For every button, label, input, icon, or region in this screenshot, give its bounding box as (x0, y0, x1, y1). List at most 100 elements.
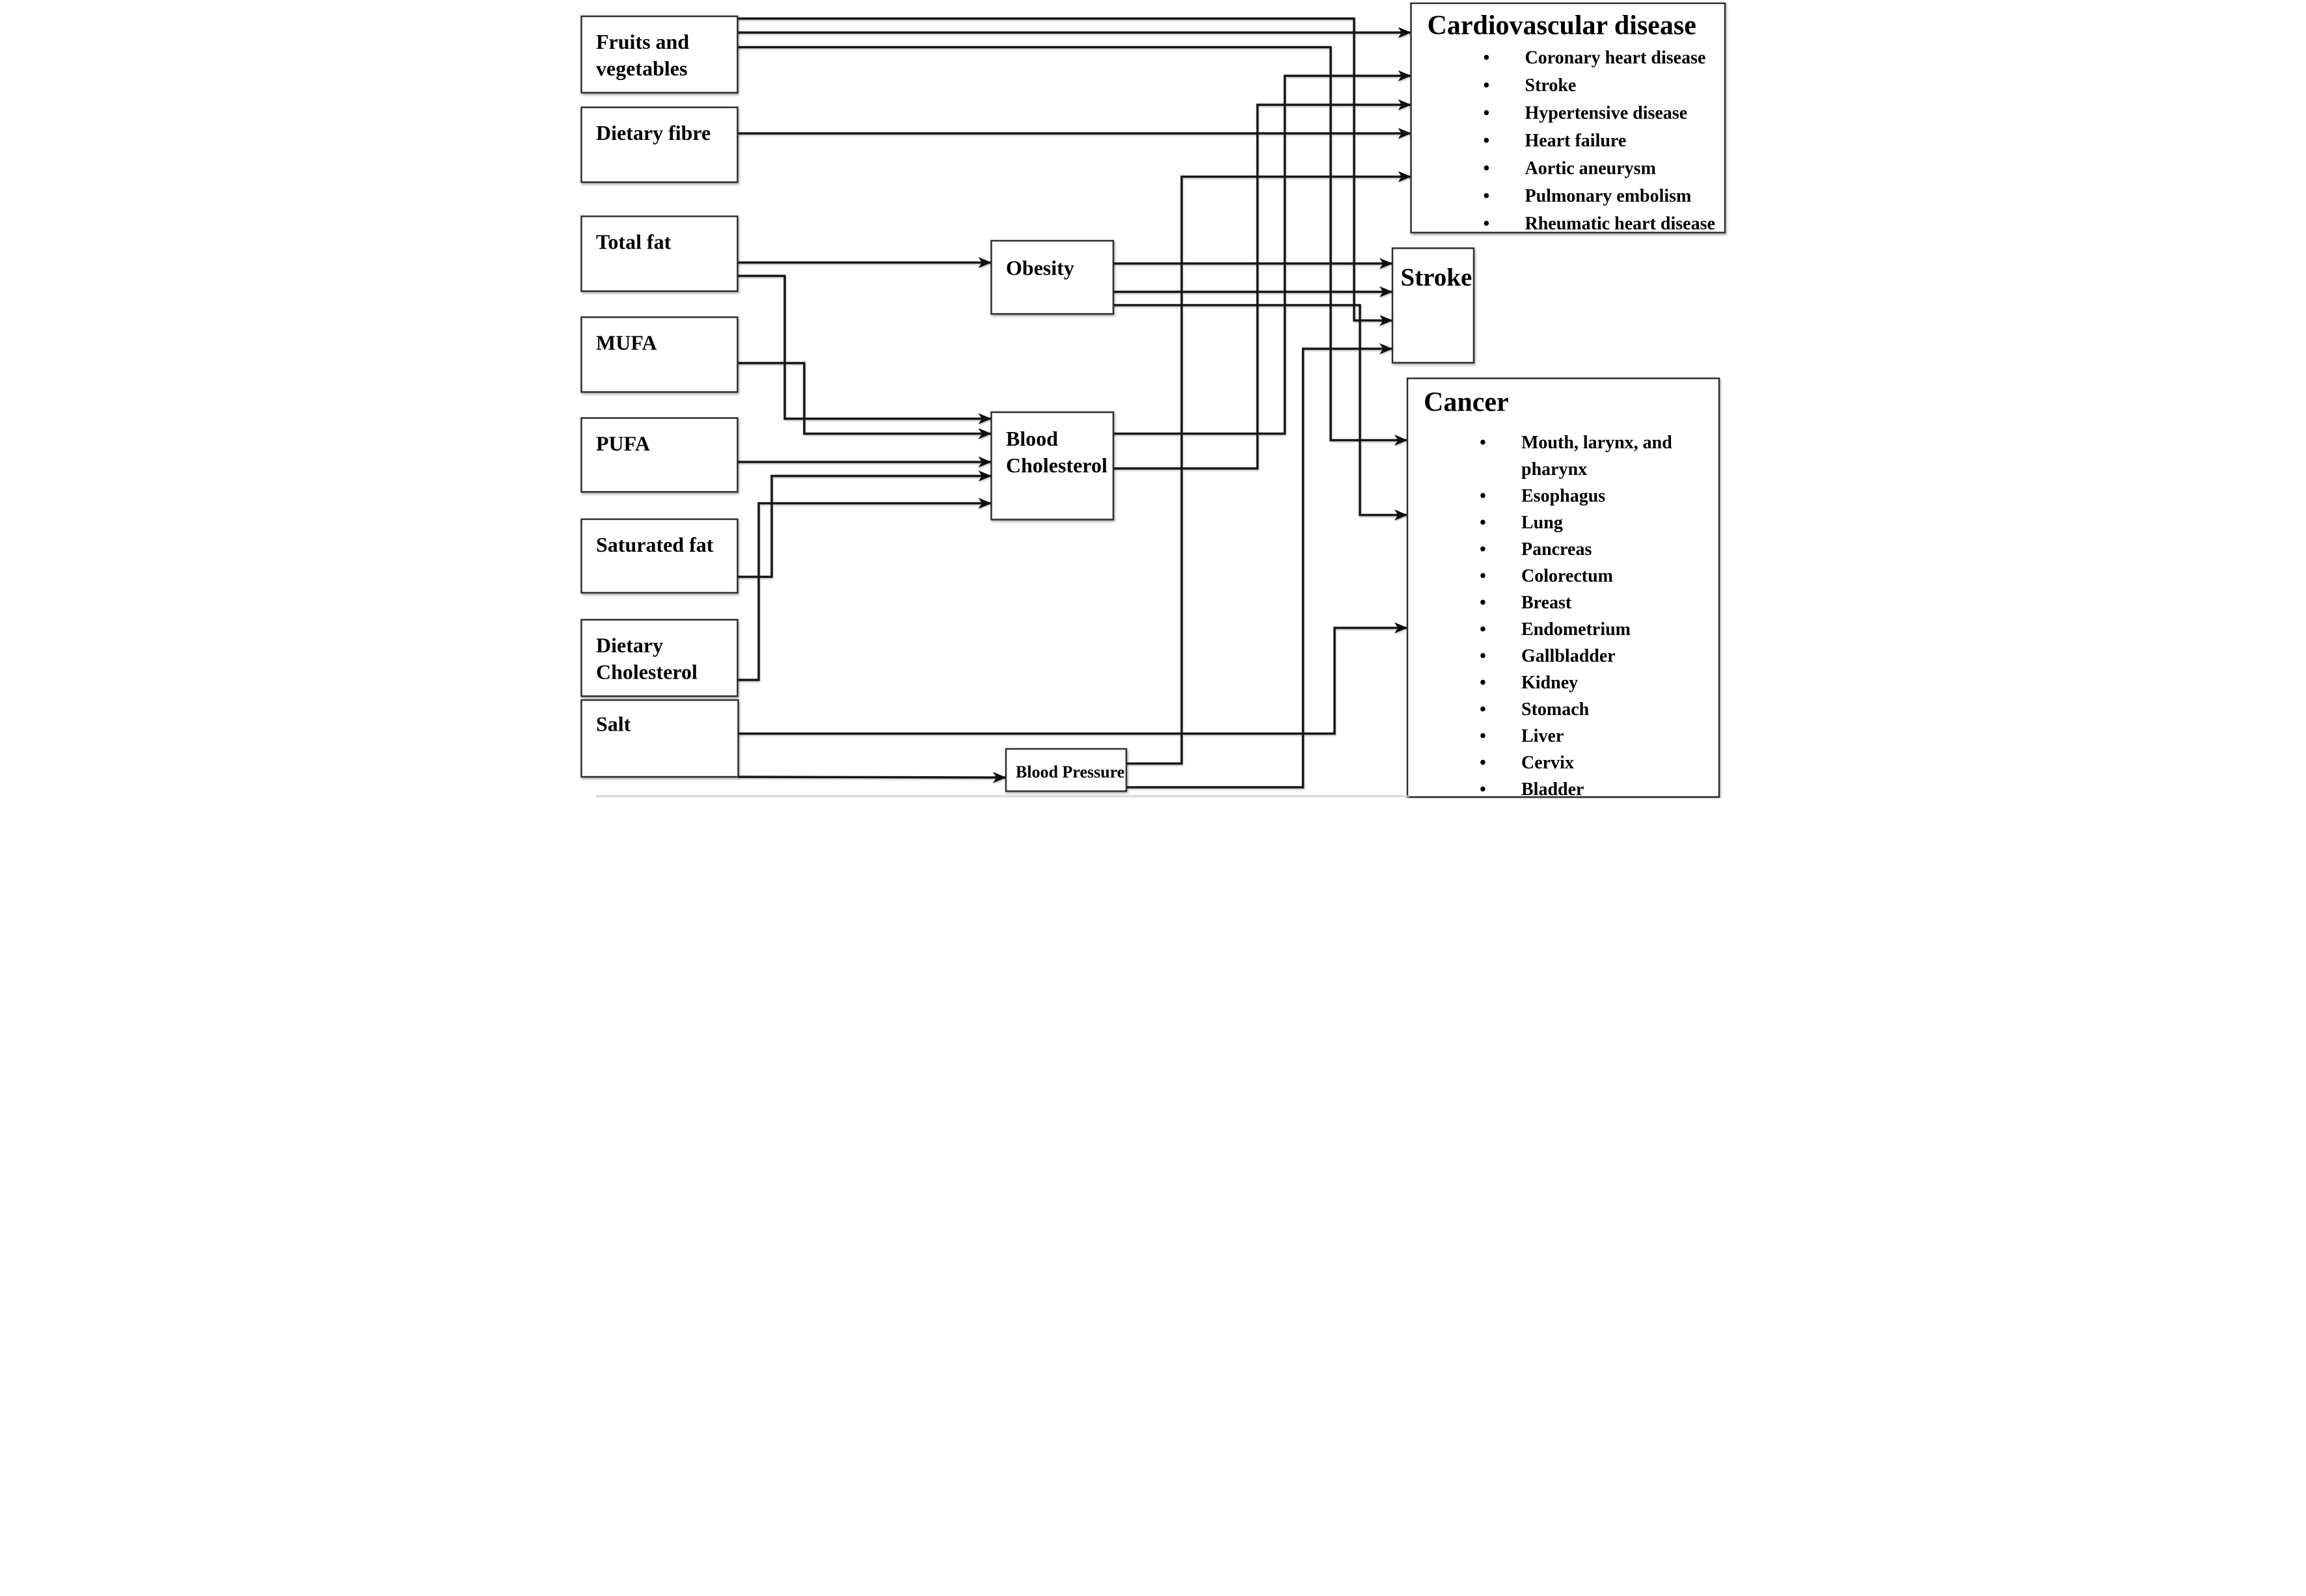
cancer-bullet-item: Liver (1521, 726, 1564, 746)
bullet-dot: • (1484, 48, 1490, 68)
cancer-bullet-item: Lung (1521, 513, 1563, 533)
blood-cholesterol-label-line: Cholesterol (1006, 453, 1107, 477)
bullet-dot: • (1480, 726, 1486, 746)
cardiovascular-disease-bullet-item: Stroke (1525, 75, 1577, 96)
cancer-bullet-item: Colorectum (1521, 566, 1613, 586)
obesity-label-line: Obesity (1006, 256, 1074, 280)
fruits-vegetables-box (580, 15, 739, 94)
node-cardiovascular-disease: Cardiovascular disease • Coronary heart di… (1410, 2, 1726, 234)
edge-blood-pressure-to-stroke-disease (1126, 343, 1393, 789)
pufa-box (580, 417, 739, 493)
bullet-dot: • (1480, 619, 1486, 640)
edge-blood-pressure-to-cardiovascular-disease (1126, 171, 1411, 765)
saturated-fat-label-line: Saturated fat (596, 533, 714, 556)
dietary-cholesterol-label-line: Dietary (596, 634, 663, 657)
bullet-dot: • (1480, 539, 1486, 560)
edge-total-fat-to-blood-cholesterol (737, 275, 992, 424)
dietary-cholesterol-box (580, 619, 739, 697)
mufa-box (580, 316, 739, 393)
cancer-bullet-item: Bladder (1521, 779, 1584, 798)
bullet-dot: • (1480, 513, 1486, 533)
bullet-dot: • (1480, 433, 1486, 453)
blood-cholesterol-box (990, 411, 1115, 521)
node-saturated-fat: Saturated fat (580, 518, 739, 594)
bullet-dot: • (1484, 75, 1490, 96)
cancer-bullet-item: Esophagus (1521, 486, 1605, 506)
edge-blood-cholesterol-to-cardiovascular-disease (1113, 99, 1411, 470)
node-mufa: MUFA (580, 316, 739, 393)
dietary-fibre-label-line: Dietary fibre (596, 121, 711, 144)
edge-salt-to-blood-pressure (738, 772, 1007, 783)
node-blood-pressure: Blood Pressure (1005, 748, 1128, 792)
node-salt: Salt (580, 699, 739, 778)
node-total-fat: Total fat (580, 215, 739, 292)
cancer-title: Cancer (1424, 388, 1509, 418)
node-dietary-fibre: Dietary fibre (580, 106, 739, 183)
fruits-vegetables-label-line: Fruits and (596, 30, 689, 53)
blood-pressure-label-line: Blood Pressure (1016, 763, 1124, 781)
cancer-bullet-item: Mouth, larynx, and (1521, 433, 1672, 453)
cancer-bullet-item: Cervix (1521, 753, 1574, 773)
bullet-dot: • (1480, 699, 1486, 720)
edge-blood-cholesterol-to-cardiovascular-disease (1113, 70, 1411, 435)
edge-obesity-to-cancer (1113, 304, 1408, 521)
bullet-dot: • (1480, 673, 1486, 693)
cardiovascular-disease-bullet-item: Hypertensive disease (1525, 103, 1688, 124)
cancer-bullet-item: pharynx (1521, 459, 1587, 480)
node-obesity: Obesity (990, 239, 1115, 315)
cancer-bullet-item: Gallbladder (1521, 646, 1616, 666)
cancer-bullet-item: Endometrium (1521, 619, 1631, 640)
total-fat-label-line: Total fat (596, 230, 671, 254)
mufa-label-line: MUFA (596, 331, 657, 355)
obesity-box (990, 239, 1115, 315)
bullet-dot: • (1484, 214, 1490, 234)
bullet-dot: • (1480, 566, 1486, 586)
cardiovascular-disease-bullet-item: Coronary heart disease (1525, 48, 1706, 68)
saturated-fat-box (580, 518, 739, 594)
artifacts-layer (596, 795, 1409, 798)
cardiovascular-disease-title: Cardiovascular disease (1428, 11, 1696, 41)
bullet-dot: • (1484, 159, 1490, 179)
cancer-box (1406, 377, 1720, 798)
edge-fruits-vegetables-to-cancer (737, 46, 1408, 446)
cardiovascular-disease-bullet-item: Aortic aneurysm (1525, 159, 1656, 179)
edge-mufa-to-blood-cholesterol (737, 362, 992, 439)
bullet-dot: • (1480, 753, 1486, 773)
node-fruits-vegetables: Fruits and vegetables (580, 15, 739, 94)
bullet-dot: • (1480, 779, 1486, 798)
cardiovascular-disease-bullet-item: Heart failure (1525, 131, 1627, 151)
cardiovascular-disease-box (1410, 2, 1726, 234)
dietary-fibre-box (580, 106, 739, 183)
stroke-disease-title: Stroke (1401, 264, 1472, 291)
fruits-vegetables-label-line: vegetables (596, 57, 687, 80)
cardiovascular-disease-bullet-item: Pulmonary embolism (1525, 186, 1692, 206)
bullet-dot: • (1480, 486, 1486, 506)
bullet-dot: • (1484, 131, 1490, 151)
node-pufa: PUFA (580, 417, 739, 493)
edges-layer (737, 17, 1411, 789)
salt-box (580, 699, 739, 778)
blood-cholesterol-label-line: Blood (1006, 427, 1058, 450)
edge-saturated-fat-to-blood-cholesterol (737, 470, 992, 578)
stroke-disease-box (1391, 247, 1475, 364)
edge-dietary-cholesterol-to-blood-cholesterol (737, 498, 992, 681)
cardiovascular-disease-bullet-item: Rheumatic heart disease (1525, 214, 1715, 234)
bullet-dot: • (1480, 646, 1486, 666)
cancer-bullet-item: Stomach (1521, 699, 1590, 720)
edge-fruits-vegetables-to-stroke-disease (737, 17, 1393, 326)
bullet-dot: • (1480, 593, 1486, 613)
total-fat-box (580, 215, 739, 292)
dietary-cholesterol-label-line: Cholesterol (596, 660, 698, 684)
cancer-bullet-item: Pancreas (1521, 539, 1592, 560)
pufa-label-line: PUFA (596, 432, 650, 455)
cancer-bullet-item: Breast (1521, 593, 1572, 613)
cancer-bullet-item: Kidney (1521, 673, 1578, 693)
salt-label-line: Salt (596, 712, 631, 736)
scan-baseline-artifact (596, 795, 1409, 798)
blood-pressure-box (1005, 748, 1128, 792)
node-stroke-disease: Stroke (1391, 247, 1475, 364)
